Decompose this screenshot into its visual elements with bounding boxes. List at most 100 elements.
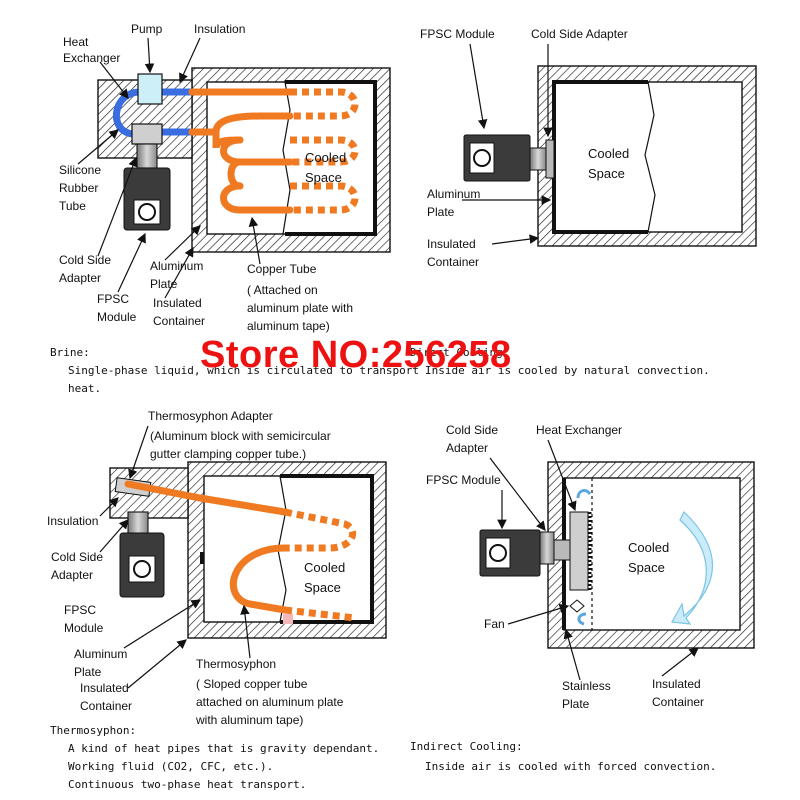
cold-side-adapter: [136, 143, 158, 169]
label-thermo-note-3: with aluminum tape): [195, 713, 303, 727]
fan-icon: [569, 599, 585, 613]
label-cooled: Cooled: [305, 150, 346, 165]
cut-line: [282, 81, 291, 235]
copper-tube-bend: [212, 128, 244, 190]
label-aluminum-2: Plate: [74, 665, 102, 679]
label-copper-note-2: aluminum plate with: [247, 301, 353, 315]
label-cold-side-2: Adapter: [446, 441, 488, 455]
fpsc-port: [133, 560, 151, 578]
label-fpsc-2: Module: [64, 621, 104, 635]
label-aluminum-1: Aluminum: [150, 259, 203, 273]
label-silicone-3: Tube: [59, 199, 86, 213]
label-aluminum-2: Plate: [427, 205, 455, 219]
label-insulated-1: Insulated: [427, 237, 476, 251]
label-heat-exchanger-2: Exchanger: [63, 51, 120, 65]
caption-thermo-3: Continuous two-phase heat transport.: [68, 778, 306, 791]
label-heat-exchanger: Heat Exchanger: [536, 423, 622, 437]
thermosyphon-tube-hidden: [284, 508, 357, 622]
leader-fpsc: [469, 43, 488, 130]
leader-copper-tube: [248, 216, 261, 265]
leader-cold-side: [99, 519, 129, 553]
label-space: Space: [305, 170, 342, 185]
label-space: Space: [628, 560, 665, 575]
label-insulated-2: Container: [427, 255, 479, 269]
label-adapter-note-2: gutter clamping copper tube.): [150, 447, 306, 461]
caption-direct-1: Inside air is cooled by natural convecti…: [425, 364, 710, 377]
label-space: Space: [588, 166, 625, 181]
leader-insulated: [127, 639, 187, 689]
caption-brine-1: Single-phase liquid, which is circulated…: [68, 364, 419, 377]
leader-aluminum: [164, 225, 201, 261]
caption-brine-title: Brine:: [50, 346, 90, 359]
caption-thermo-2: Working fluid (CO2, CFC, etc.).: [68, 760, 273, 773]
label-space: Space: [304, 580, 341, 595]
caption-indirect-title: Indirect Cooling:: [410, 740, 523, 753]
label-fpsc: FPSC Module: [420, 27, 495, 41]
aluminum-plate-outline: [280, 474, 374, 624]
label-copper-tube: Copper Tube: [247, 262, 317, 276]
label-cold-side: Cold Side Adapter: [531, 27, 628, 41]
label-insulation: Insulation: [47, 514, 98, 528]
tube-end-mark: [283, 614, 293, 624]
air-up-arrow-icon: [576, 489, 592, 499]
cold-side-adapter: [127, 511, 149, 535]
leader-thermosyphon: [240, 604, 251, 659]
label-cooled: Cooled: [588, 146, 629, 161]
caption-thermo-1: A kind of heat pipes that is gravity dep…: [68, 742, 379, 755]
pump: [137, 73, 163, 105]
leader-fpsc: [117, 232, 146, 293]
label-cooled: Cooled: [304, 560, 345, 575]
leader-adapter: [128, 425, 149, 480]
leader-insulated: [491, 234, 540, 245]
caption-brine-2: heat.: [68, 382, 101, 395]
leader-insulated: [661, 647, 699, 677]
label-insulated-2: Container: [652, 695, 704, 709]
label-thermosyphon: Thermosyphon: [196, 657, 276, 671]
leader-heat-exchanger: [547, 439, 577, 512]
leader-insulation: [99, 497, 119, 517]
label-copper-note-3: aluminum tape): [247, 319, 330, 333]
adapter-neck: [553, 539, 571, 561]
fpsc-port: [138, 203, 156, 221]
leader-insulation: [179, 37, 201, 84]
label-stainless-1: Stainless: [562, 679, 611, 693]
leader-cold-side: [489, 457, 546, 531]
label-heat-exchanger-1: Heat: [63, 35, 89, 49]
label-insulation: Insulation: [194, 22, 245, 36]
copper-tube-hidden: [290, 88, 359, 214]
label-insulated-1: Insulated: [652, 677, 701, 691]
caption-direct-title: Direct Cooling:: [410, 346, 509, 359]
cold-side-adapter-flange: [545, 139, 555, 179]
cold-side-adapter: [539, 531, 555, 565]
leader-pump: [144, 37, 155, 74]
label-fpsc-1: FPSC: [64, 603, 96, 617]
label-insulated-1: Insulated: [153, 296, 202, 310]
leader-silicone: [77, 129, 119, 165]
leader-heat-exchanger: [99, 61, 129, 99]
leader-fan: [507, 603, 570, 625]
cold-side-adapter: [529, 147, 547, 171]
label-pump: Pump: [131, 22, 163, 36]
fpsc-port: [489, 544, 507, 562]
heat-exchanger: [131, 123, 163, 145]
label-adapter: Thermosyphon Adapter: [148, 409, 273, 423]
air-circulation-arrow-icon: [671, 511, 714, 625]
label-cold-side-1: Cold Side: [59, 253, 111, 267]
plate-clip: [200, 552, 204, 564]
leader-aluminum: [123, 599, 202, 649]
label-silicone-1: Silicone: [59, 163, 101, 177]
label-fpsc: FPSC Module: [426, 473, 501, 487]
label-cooled: Cooled: [628, 540, 669, 555]
label-cold-side-1: Cold Side: [446, 423, 498, 437]
aluminum-plate-outline: [285, 80, 377, 236]
label-copper-note-1: ( Attached on: [247, 283, 318, 297]
leader-insulated: [164, 246, 194, 299]
heat-exchanger: [569, 511, 589, 591]
air-return-arrow-icon: [577, 612, 587, 626]
label-aluminum-1: Aluminum: [74, 647, 127, 661]
label-thermo-note-2: attached on aluminum plate: [196, 695, 344, 709]
panel-thermosyphon: Thermosyphon Adapter (Aluminum block wit…: [47, 409, 387, 727]
label-stainless-2: Plate: [562, 697, 590, 711]
label-cold-side-2: Adapter: [51, 568, 93, 582]
